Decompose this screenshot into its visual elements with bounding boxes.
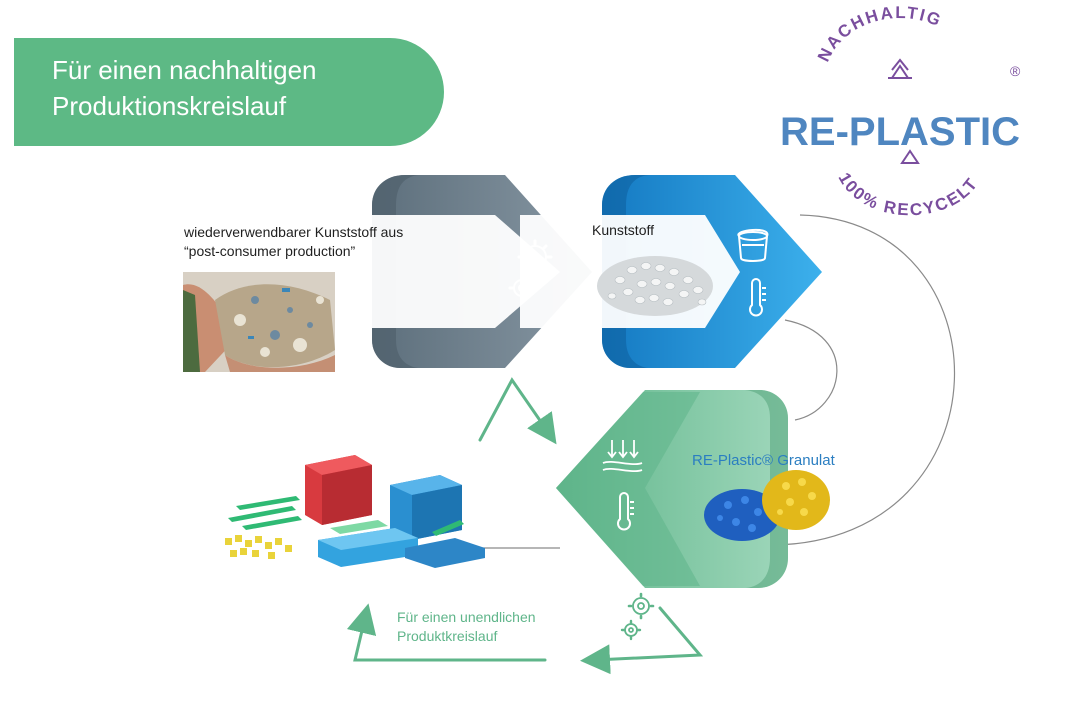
page-title: Für einen nachhaltigen Produktionskreisl… [52,52,432,124]
thermometer-icon [749,278,766,317]
re-plastic-badge: NACHHALTIG 100% RECYCELT RE-PLASTIC ® [780,3,1021,220]
paint-bucket-icon [737,229,769,262]
title-banner [14,38,444,146]
outer-loop-line [774,214,955,546]
page-title-line1: Für einen nachhaltigen [52,55,317,85]
cycle-label-line2: Produktkreislauf [397,628,498,644]
page-title-line2: Produktionskreislauf [52,91,287,121]
raw-plastic-label-line1: wiederverwendbarer Kunststoff aus [184,224,404,240]
plastic-label: Kunststoff [592,222,655,238]
return-arrow-upper [478,377,557,445]
recycle-icon-bottom [900,149,920,164]
inner-loop-line [784,319,838,421]
recycle-icon [888,58,912,79]
cycle-label-line1: Für einen unendlichen [397,609,536,625]
toy-blocks-image [225,455,485,568]
post-consumer-plastic-photo [183,272,335,372]
raw-plastic-label: wiederverwendbarer Kunststoff aus “post-… [184,223,484,261]
gears-icon [508,239,553,302]
badge-brand-text: RE-PLASTIC [780,110,1020,154]
gears-icon-cycle [620,592,655,641]
return-arrow-right [580,606,704,675]
granulate-image [704,470,830,541]
white-pellets-image [597,256,713,316]
badge-registered-mark: ® [1010,63,1021,79]
granulate-label: RE-Plastic® Granulat [692,452,835,469]
cycle-arrows [346,377,704,675]
thermometer-icon-cooling [617,492,634,531]
badge-bottom-text: 100% RECYCELT [835,169,983,219]
raw-plastic-label-line2: “post-consumer production” [184,243,356,259]
return-arrow-lower [346,603,547,662]
cooling-chevron-green [556,390,788,588]
cooling-arrows-icon [602,440,643,473]
cycle-label: Für einen unendlichen Produktkreislauf [397,608,597,646]
badge-top-text: NACHHALTIG [814,3,945,65]
